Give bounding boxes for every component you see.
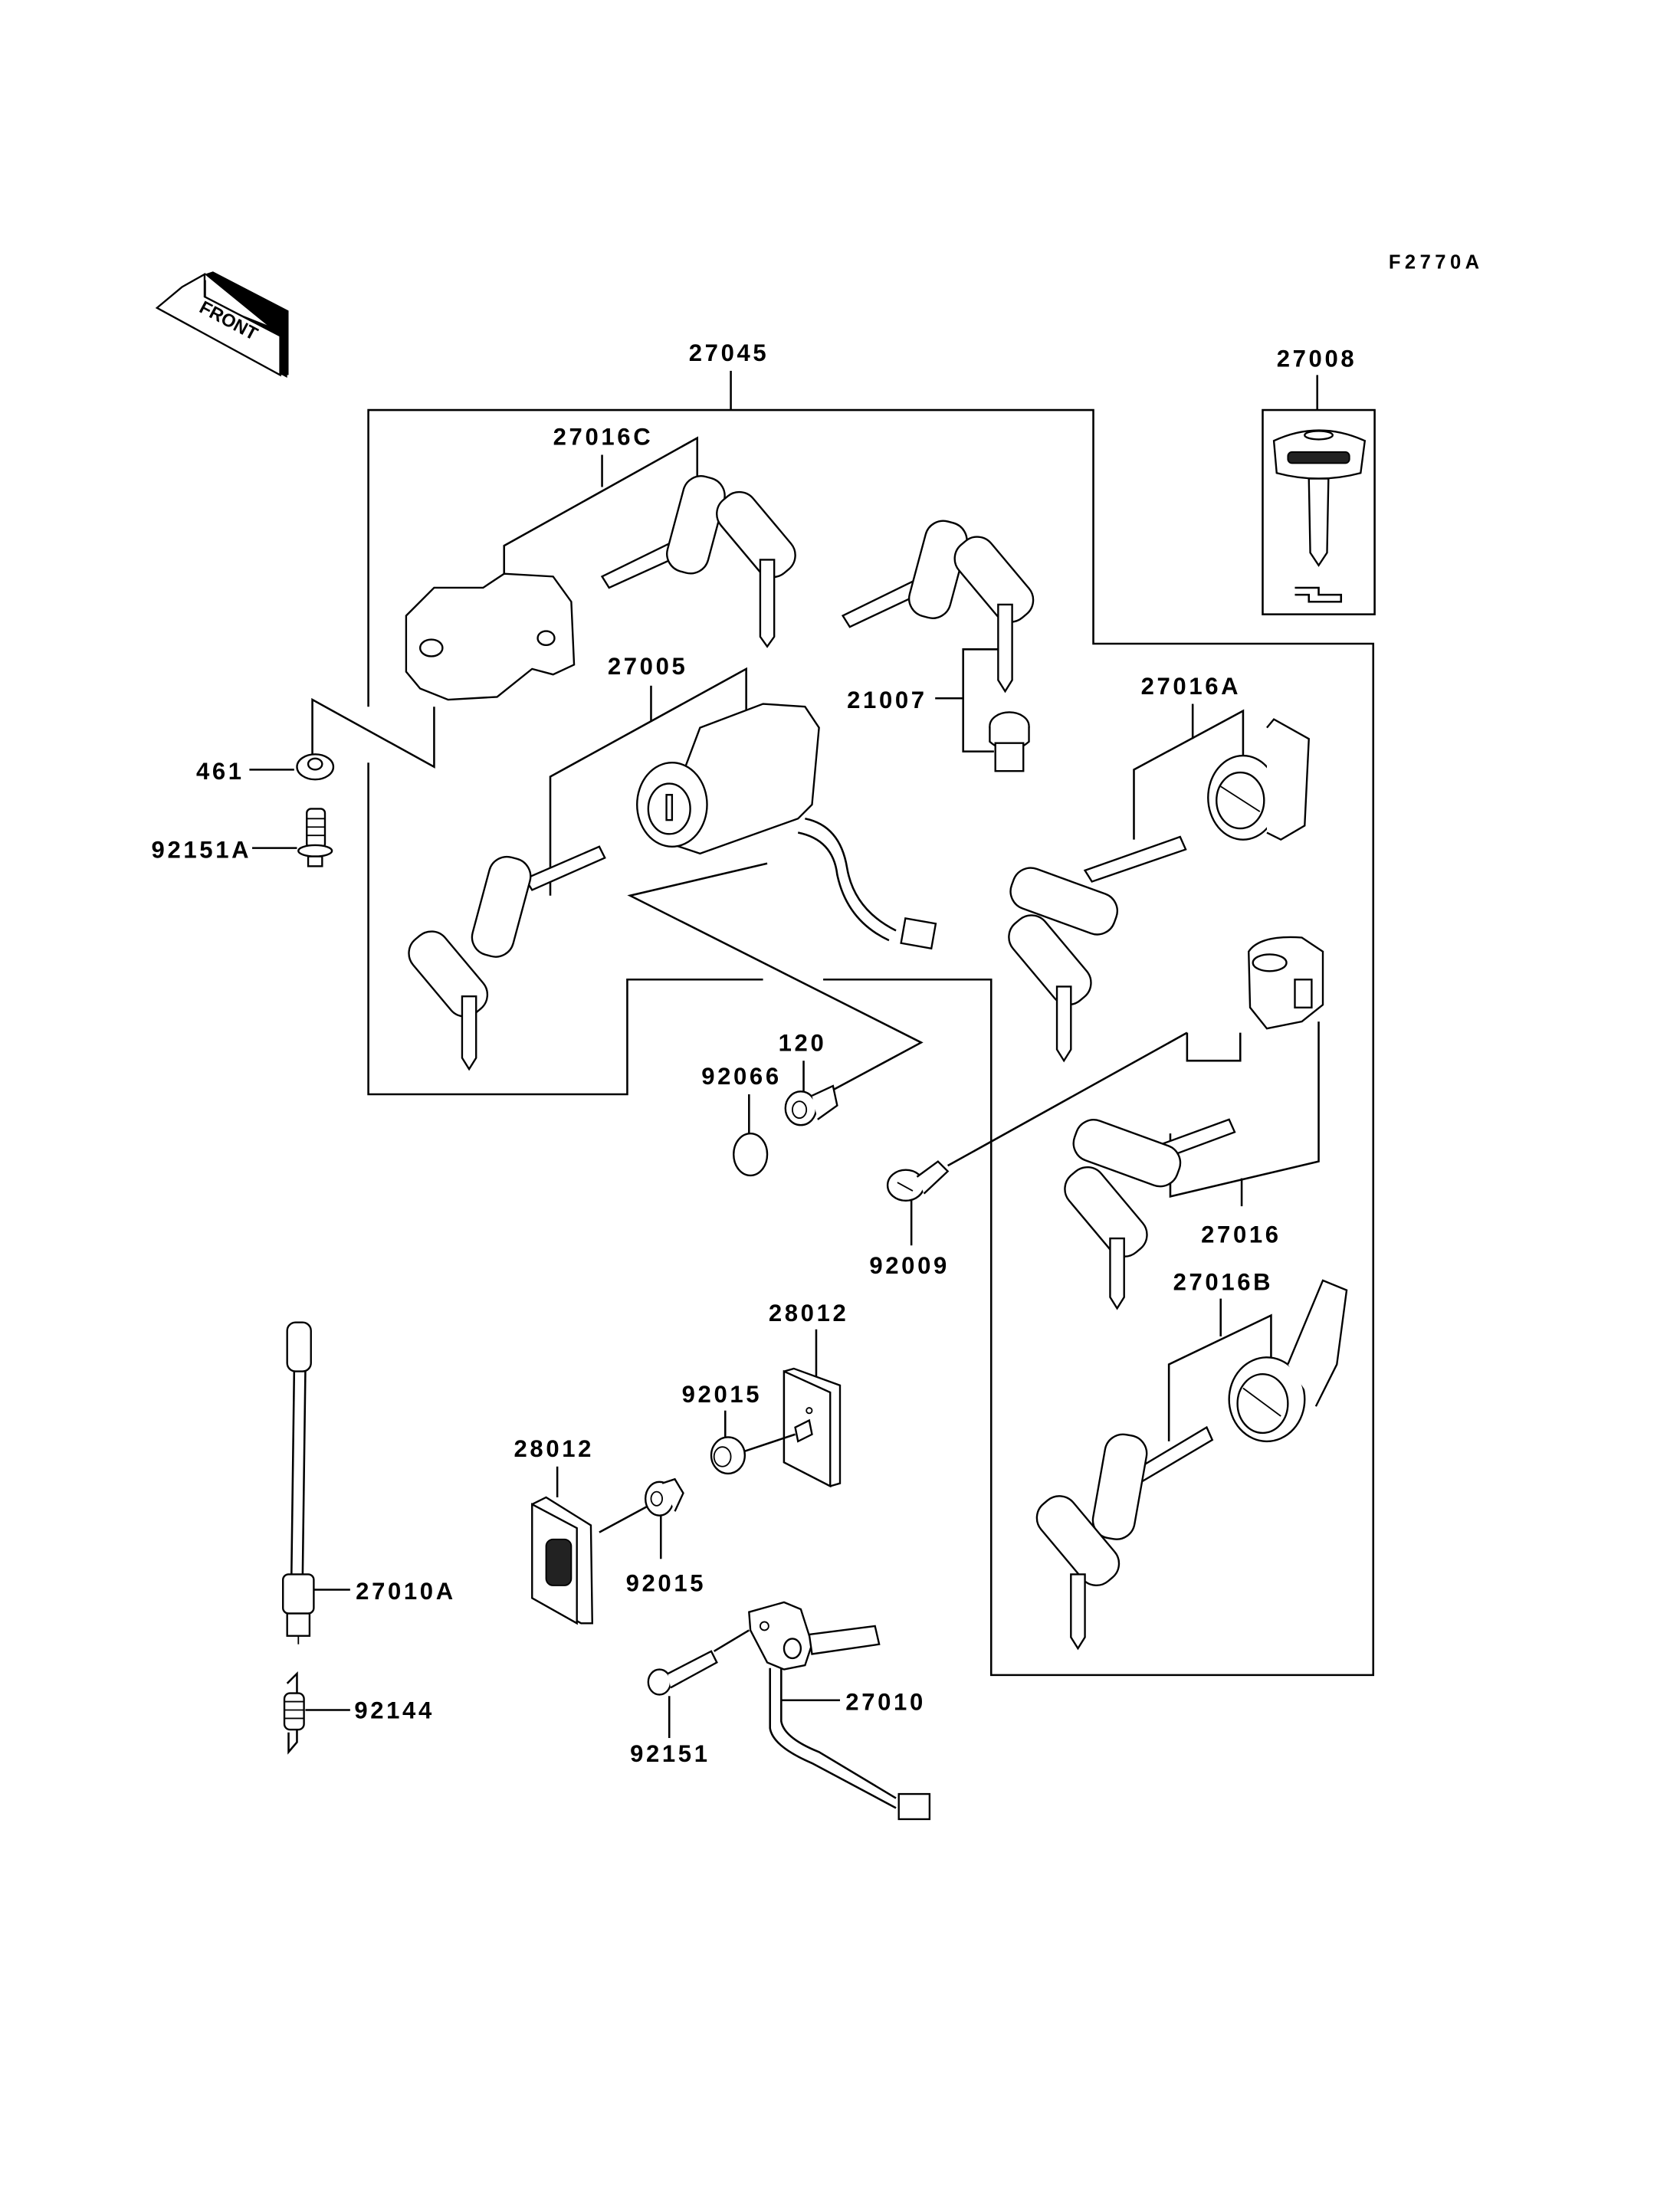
- callout-120[interactable]: 120: [779, 1029, 827, 1056]
- callout-92066[interactable]: 92066: [701, 1063, 782, 1090]
- callout-92151[interactable]: 92151: [630, 1740, 710, 1767]
- assembly-outline: [367, 370, 1375, 1677]
- callout-27016B-leader: [1167, 1298, 1272, 1441]
- callout-28012-upper[interactable]: 28012: [769, 1300, 849, 1326]
- callout-92015-upper[interactable]: 92015: [682, 1381, 763, 1408]
- callout-28012-lower[interactable]: 28012: [514, 1435, 595, 1462]
- plate-28012-lower-part: [531, 1496, 593, 1625]
- clip-leader: [311, 697, 435, 769]
- key-27016A: [1008, 835, 1187, 1063]
- steering-lock-part: [405, 572, 576, 701]
- key-27005: [408, 845, 606, 1071]
- plate-28012-upper-part: [783, 1367, 842, 1488]
- clip-461-part: [296, 753, 335, 781]
- switch-bolt-leader: [627, 862, 924, 1113]
- callout-27005-leader: [549, 667, 747, 896]
- nut-92015-lower-part: [644, 1477, 684, 1517]
- bolt-92151-part: [647, 1650, 718, 1696]
- callout-92151A[interactable]: 92151A: [152, 836, 252, 863]
- callout-27010A[interactable]: 27010A: [356, 1578, 456, 1605]
- nut-lower-leader: [599, 1503, 652, 1533]
- callout-27005[interactable]: 27005: [608, 653, 688, 680]
- sidestand-switch-27010-part: [748, 1601, 931, 1821]
- key-27016C: [600, 475, 796, 648]
- key-27016: [1064, 1118, 1236, 1310]
- callout-27016A[interactable]: 27016A: [1141, 673, 1242, 700]
- callout-27016A-leader: [1133, 703, 1245, 840]
- callout-92009[interactable]: 92009: [869, 1252, 950, 1279]
- ignition-switch-part: [636, 703, 937, 950]
- key-27016B: [1035, 1425, 1214, 1651]
- callout-21007[interactable]: 21007: [847, 687, 927, 713]
- lock-cylinder-21007: [989, 711, 1030, 772]
- cap-92066-part: [733, 1132, 769, 1177]
- callout-27008[interactable]: 27008: [1277, 345, 1357, 372]
- seat-lock-27016-part: [1248, 936, 1324, 1030]
- switch-27010A-part: [282, 1321, 315, 1644]
- seat-lock-bracket: [1186, 1032, 1242, 1062]
- stud-leader: [744, 1433, 796, 1452]
- callout-92144[interactable]: 92144: [354, 1697, 435, 1723]
- callout-461[interactable]: 461: [196, 758, 244, 785]
- bolt-92151-leader: [713, 1629, 750, 1652]
- callout-92015-lower[interactable]: 92015: [626, 1569, 707, 1596]
- callout-27016C-leader: [503, 436, 699, 588]
- screw-leader: [947, 1031, 1188, 1167]
- spring-92144-part: [283, 1671, 305, 1755]
- callout-27010[interactable]: 27010: [845, 1689, 926, 1716]
- bolt-120-part: [784, 1084, 838, 1126]
- callout-27016C[interactable]: 27016C: [553, 424, 654, 451]
- callout-27045[interactable]: 27045: [689, 339, 769, 366]
- nut-92015-upper-part: [710, 1436, 746, 1475]
- blank-key-part: [1262, 408, 1376, 615]
- callout-27016B[interactable]: 27016B: [1173, 1269, 1274, 1296]
- screw-92009-part: [886, 1160, 950, 1202]
- key-21007: [841, 520, 1035, 694]
- callout-21007-leader: [935, 648, 1004, 753]
- lock-27016B-part: [1228, 1279, 1348, 1443]
- front-arrow-icon: FRONT: [155, 271, 289, 379]
- lock-27016A-part: [1207, 718, 1310, 841]
- figure-code: F2770A: [1389, 252, 1484, 274]
- callout-27016[interactable]: 27016: [1201, 1221, 1281, 1248]
- callout-27016-leader: [1169, 1021, 1320, 1207]
- bolt-92151A-part: [297, 808, 333, 867]
